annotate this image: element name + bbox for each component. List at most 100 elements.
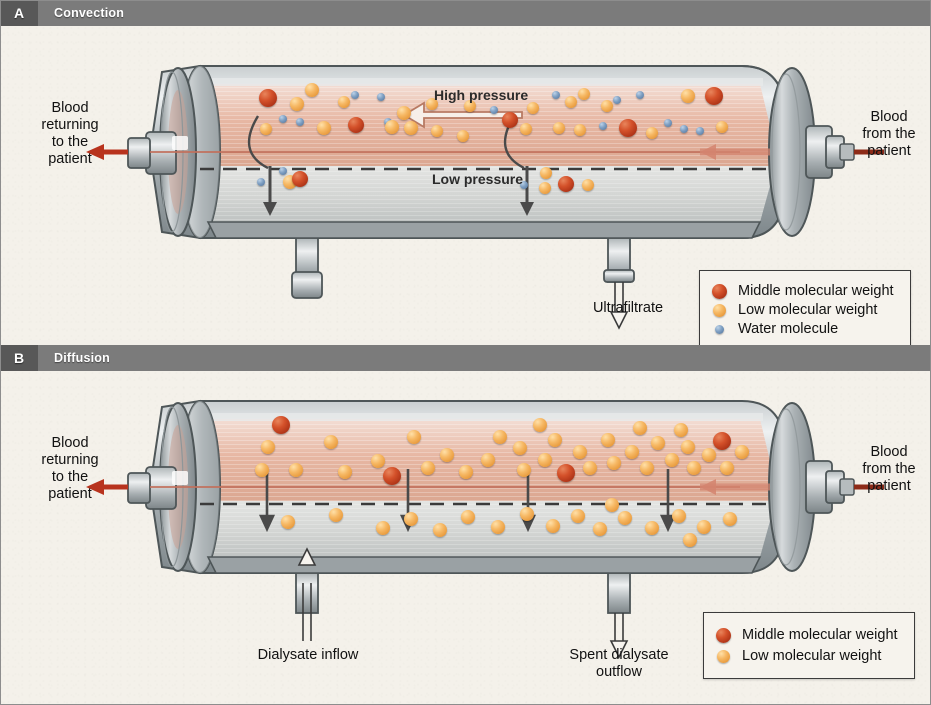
- particle-low-molecular-weight: [517, 463, 531, 477]
- particle-low-molecular-weight: [683, 533, 697, 547]
- legend-item: Middle molecular weight: [716, 627, 898, 643]
- particle-low-molecular-weight: [687, 461, 701, 475]
- particle-water-molecule: [351, 91, 359, 99]
- panel-header-a: A Convection: [0, 0, 931, 26]
- particle-low-molecular-weight: [527, 102, 539, 114]
- particle-low-molecular-weight: [697, 520, 711, 534]
- particle-low-molecular-weight: [513, 441, 527, 455]
- high-pressure-arrow: [402, 101, 523, 129]
- particle-low-molecular-weight: [539, 182, 551, 194]
- particle-low-molecular-weight: [324, 435, 338, 449]
- particle-low-molecular-weight: [481, 453, 495, 467]
- particle-low-molecular-weight: [578, 88, 590, 100]
- panel-letter-a: A: [0, 0, 38, 26]
- panel-title-a: Convection: [54, 6, 125, 20]
- particle-low-molecular-weight: [681, 440, 695, 454]
- legend-marker-middle-molecular-weight-icon: [712, 283, 727, 299]
- particle-middle-molecular-weight: [705, 87, 723, 105]
- particle-water-molecule: [636, 91, 644, 99]
- particle-low-molecular-weight: [583, 461, 597, 475]
- particle-low-molecular-weight: [538, 453, 552, 467]
- panel-body-b: Blood returning to the patient Blood fro…: [0, 371, 931, 705]
- particle-middle-molecular-weight: [383, 467, 401, 485]
- particle-low-molecular-weight: [260, 123, 272, 135]
- panel-body-a: High pressure Low pressure Blood returni…: [0, 26, 931, 350]
- legend-label: Middle molecular weight: [742, 627, 898, 643]
- particle-low-molecular-weight: [281, 515, 295, 529]
- particle-low-molecular-weight: [397, 106, 411, 120]
- particle-low-molecular-weight: [338, 465, 352, 479]
- particle-low-molecular-weight: [433, 523, 447, 537]
- particle-middle-molecular-weight: [292, 171, 308, 187]
- particle-low-molecular-weight: [665, 453, 679, 467]
- particle-middle-molecular-weight: [502, 112, 518, 128]
- dialyzer-cartridge-a: [0, 26, 931, 340]
- particle-low-molecular-weight: [426, 98, 438, 110]
- particle-middle-molecular-weight: [619, 119, 637, 137]
- particle-low-molecular-weight: [376, 521, 390, 535]
- particle-low-molecular-weight: [618, 511, 632, 525]
- particle-low-molecular-weight: [674, 423, 688, 437]
- particle-low-molecular-weight: [520, 507, 534, 521]
- particle-water-molecule: [552, 91, 560, 99]
- particle-low-molecular-weight: [573, 445, 587, 459]
- particle-low-molecular-weight: [716, 121, 728, 133]
- legend-label: Middle molecular weight: [738, 283, 894, 299]
- label-ultrafiltrate: Ultrafiltrate: [592, 300, 664, 316]
- label-low-pressure: Low pressure: [432, 171, 524, 187]
- particle-low-molecular-weight: [305, 83, 319, 97]
- particle-low-molecular-weight: [735, 445, 749, 459]
- panel-title-b: Diffusion: [54, 351, 110, 365]
- particle-low-molecular-weight: [723, 512, 737, 526]
- particle-low-molecular-weight: [520, 123, 532, 135]
- particle-water-molecule: [696, 127, 704, 135]
- label-blood-from-b: Blood from the patient: [862, 444, 916, 495]
- particle-low-molecular-weight: [601, 100, 613, 112]
- legend-a: Middle molecular weight Low molecular we…: [699, 270, 911, 350]
- particle-middle-molecular-weight: [713, 432, 731, 450]
- particle-low-molecular-weight: [317, 121, 331, 135]
- particle-low-molecular-weight: [338, 96, 350, 108]
- particle-low-molecular-weight: [702, 448, 716, 462]
- particle-low-molecular-weight: [645, 521, 659, 535]
- legend-item: Low molecular weight: [716, 648, 898, 664]
- particle-low-molecular-weight: [571, 509, 585, 523]
- particle-low-molecular-weight: [633, 421, 647, 435]
- particle-low-molecular-weight: [404, 121, 418, 135]
- particle-low-molecular-weight: [491, 520, 505, 534]
- particle-middle-molecular-weight: [557, 464, 575, 482]
- particle-low-molecular-weight: [640, 461, 654, 475]
- legend-marker-water-molecule-icon: [715, 324, 724, 334]
- label-high-pressure: High pressure: [434, 87, 529, 103]
- particle-low-molecular-weight: [329, 508, 343, 522]
- particle-water-molecule: [599, 122, 607, 130]
- particle-low-molecular-weight: [261, 440, 275, 454]
- particle-water-molecule: [279, 167, 287, 175]
- particle-low-molecular-weight: [371, 454, 385, 468]
- legend-label: Water molecule: [738, 321, 839, 337]
- legend-marker-middle-molecular-weight-icon: [716, 627, 731, 643]
- particle-middle-molecular-weight: [348, 117, 364, 133]
- particle-middle-molecular-weight: [272, 416, 290, 434]
- particle-low-molecular-weight: [582, 179, 594, 191]
- particle-low-molecular-weight: [493, 430, 507, 444]
- label-blood-returning-b: Blood returning to the patient: [41, 435, 99, 503]
- legend-b: Middle molecular weight Low molecular we…: [703, 612, 915, 679]
- particle-low-molecular-weight: [431, 125, 443, 137]
- particle-low-molecular-weight: [646, 127, 658, 139]
- particle-low-molecular-weight: [625, 445, 639, 459]
- particle-low-molecular-weight: [574, 124, 586, 136]
- legend-item: Water molecule: [712, 321, 894, 337]
- particle-low-molecular-weight: [672, 509, 686, 523]
- label-blood-returning-a: Blood returning to the patient: [41, 100, 99, 168]
- particle-low-molecular-weight: [681, 89, 695, 103]
- particle-low-molecular-weight: [464, 100, 476, 112]
- particle-water-molecule: [296, 118, 304, 126]
- particle-low-molecular-weight: [421, 461, 435, 475]
- particle-low-molecular-weight: [651, 436, 665, 450]
- particle-water-molecule: [490, 106, 498, 114]
- particle-low-molecular-weight: [440, 448, 454, 462]
- particle-water-molecule: [664, 119, 672, 127]
- particle-low-molecular-weight: [607, 456, 621, 470]
